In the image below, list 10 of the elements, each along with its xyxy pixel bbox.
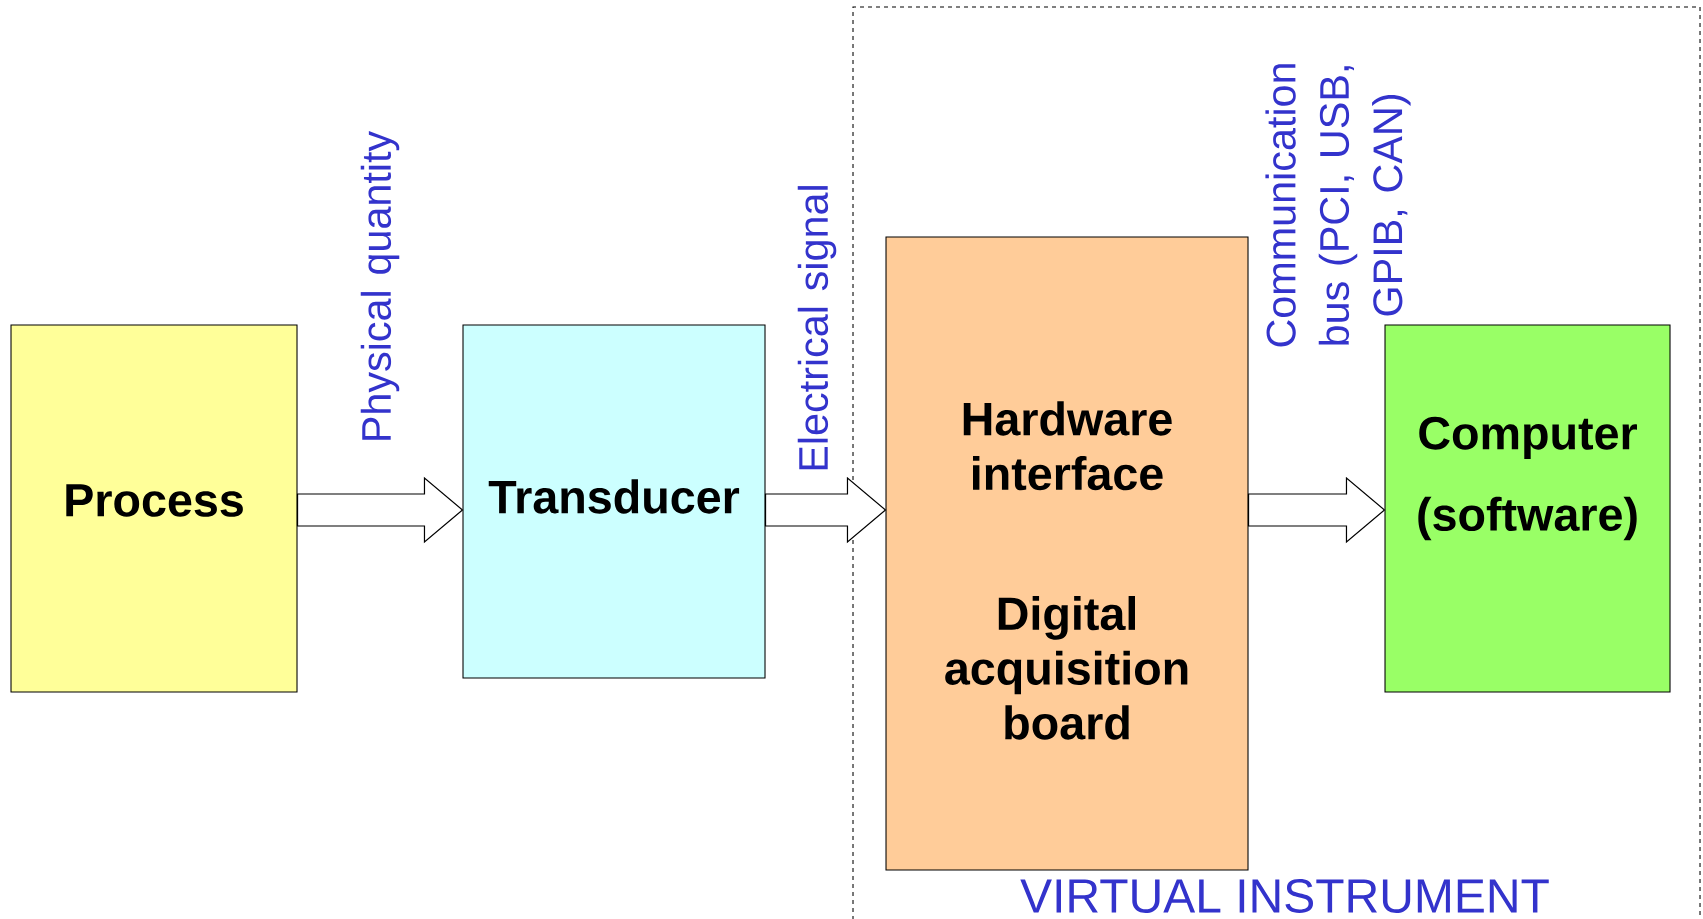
group-title: VIRTUAL INSTRUMENT — [1020, 879, 1549, 913]
process-box: Process — [10, 324, 298, 693]
process-box: Transducer — [462, 324, 766, 679]
block-arrow — [1247, 476, 1386, 544]
block-arrow — [764, 476, 887, 544]
process-box: Computer (software) — [1384, 324, 1671, 693]
edge-label: Physical quantity — [360, 130, 400, 440]
edge-label: Electrical signal — [797, 186, 837, 470]
process-box: Hardware interface Digital acquisition board — [885, 236, 1249, 871]
block-arrow — [296, 476, 464, 544]
